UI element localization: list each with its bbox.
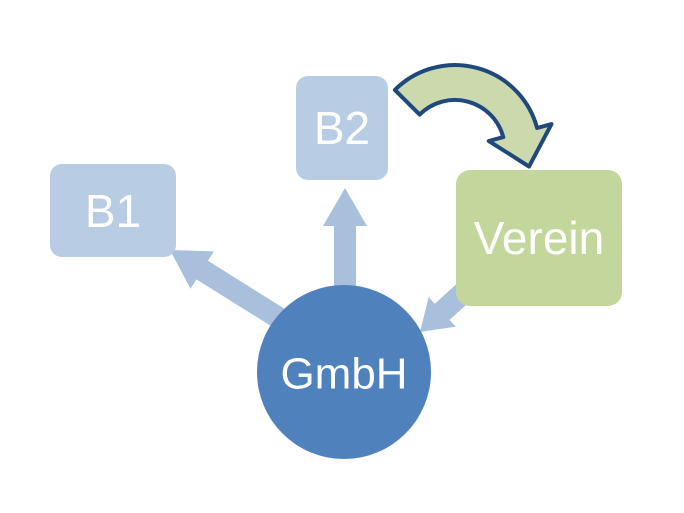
curved-arrow-b2-to-verein-icon — [392, 63, 554, 169]
node-gmbh-circle — [257, 285, 431, 459]
edge-arrow-gmbh-to-b2-icon — [323, 188, 367, 295]
node-verein-label: Verein — [474, 212, 604, 264]
node-gmbh-label: GmbH — [280, 350, 407, 399]
edge-arrow-gmbh-to-b1-icon — [170, 250, 296, 335]
node-b2-label: B2 — [314, 102, 370, 154]
node-verein-box — [456, 170, 622, 306]
node-b1-box — [50, 164, 176, 257]
node-b2-box — [296, 76, 388, 180]
node-b1-label: B1 — [85, 185, 141, 237]
